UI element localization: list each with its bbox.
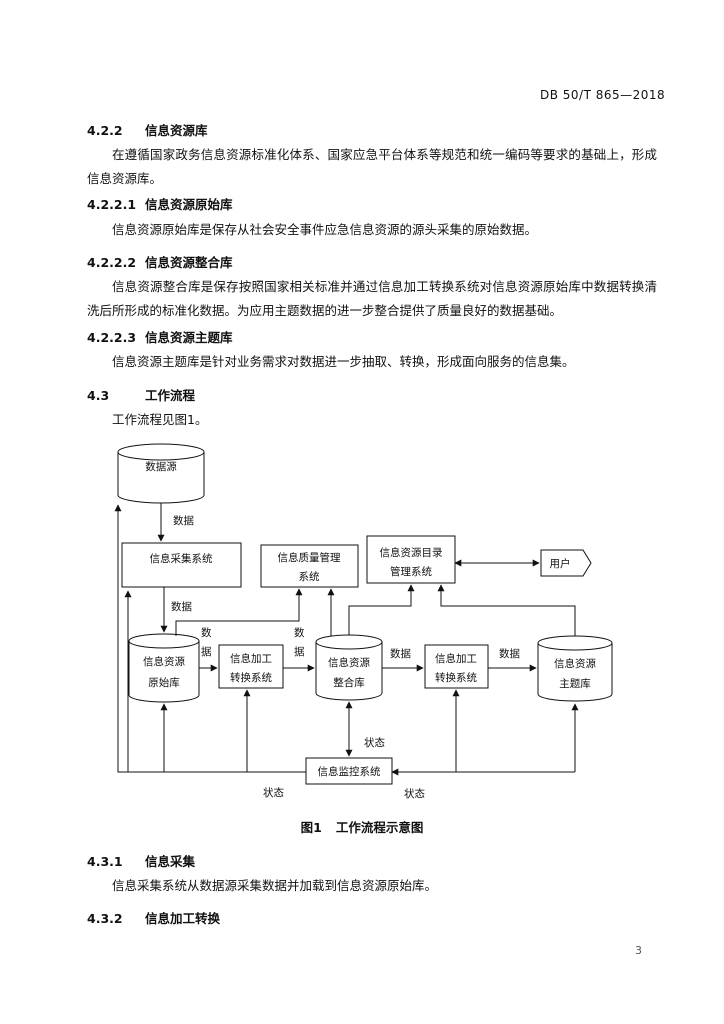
heading-number: 4.3	[87, 388, 110, 403]
processing-system-1-label-line1: 信息加工	[230, 652, 272, 665]
collection-system-label: 信息采集系统	[150, 552, 213, 565]
collection-system-box: 信息采集系统	[121, 542, 242, 588]
raw-database-label-line1: 信息资源	[143, 655, 185, 668]
heading-title: 信息采集	[145, 854, 196, 869]
heading-title: 工作流程	[145, 388, 196, 403]
heading-4-3-2: 4.3.2 信息加工转换	[87, 908, 220, 927]
arrow-topic-to-catalog	[437, 584, 576, 636]
heading-number: 4.2.2.2	[87, 255, 137, 270]
processing-system-1-box: 信息加工 转换系统	[218, 644, 284, 689]
processing-system-2-label-line2: 转换系统	[435, 671, 477, 684]
heading-title: 信息资源主题库	[145, 330, 233, 345]
catalog-system-label-line1: 信息资源目录	[380, 546, 443, 559]
integrated-database-label-line2: 整合库	[333, 676, 365, 689]
processing-system-2-label-line1: 信息加工	[435, 652, 477, 665]
page-number: 3	[635, 944, 642, 957]
quality-system-label-line2: 系统	[299, 570, 320, 583]
heading-4-3-1: 4.3.1 信息采集	[87, 851, 195, 870]
paragraph-4-3: 工作流程见图1。	[112, 412, 208, 427]
paragraph-4-2-2: 在遵循国家政务信息资源标准化体系、国家应急平台体系等规范和统一编码等要求的基础上…	[87, 147, 657, 186]
figure-caption: 图1 工作流程示意图	[0, 817, 724, 836]
heading-4-2-2: 4.2.2 信息资源库	[87, 120, 208, 139]
label-data-collection-raw: 数据	[171, 600, 192, 613]
label-data-vertical-1-bottom: 据	[201, 645, 212, 658]
topic-database-label-line1: 信息资源	[554, 657, 596, 670]
quality-system-label-line1: 信息质量管理	[278, 551, 341, 564]
data-source-cylinder: 数据源	[117, 443, 205, 504]
label-status-right: 状态	[404, 787, 425, 800]
heading-number: 4.2.2	[87, 123, 123, 138]
label-status-left: 状态	[263, 786, 284, 799]
label-data-vertical-2-bottom: 据	[294, 645, 305, 658]
arrow-monitor-to-source	[114, 504, 306, 773]
heading-title: 信息资源整合库	[145, 255, 233, 270]
topic-database-label-line2: 主题库	[559, 677, 591, 690]
processing-system-1-label-line2: 转换系统	[230, 671, 272, 684]
heading-title: 信息资源原始库	[145, 197, 233, 212]
figure-number: 图1	[300, 820, 322, 835]
user-shape: 用户	[540, 549, 592, 577]
heading-number: 4.2.2.3	[87, 330, 137, 345]
heading-number: 4.3.2	[87, 911, 123, 926]
integrated-database-cylinder: 信息资源 整合库	[315, 634, 383, 701]
raw-database-label-line2: 原始库	[148, 676, 180, 689]
processing-system-2-box: 信息加工 转换系统	[424, 644, 489, 689]
label-data-vertical-1-top: 数	[201, 626, 212, 639]
arrow-integrated-to-catalog	[348, 584, 415, 635]
label-data-vertical-2-top: 数	[294, 626, 305, 639]
raw-database-cylinder: 信息资源 原始库	[128, 633, 200, 703]
figure-title: 工作流程示意图	[335, 820, 424, 835]
topic-database-cylinder: 信息资源 主题库	[537, 635, 613, 702]
heading-title: 信息加工转换	[145, 911, 221, 926]
label-data-source-collection: 数据	[173, 514, 194, 527]
label-data-integrated-process2: 数据	[390, 647, 411, 660]
monitor-system-label: 信息监控系统	[318, 765, 381, 778]
paragraph-4-2-2-2: 信息资源整合库是保存按照国家相关标准并通过信息加工转换系统对信息资源原始库中数据…	[87, 279, 657, 318]
monitor-system-box: 信息监控系统	[305, 757, 393, 785]
label-status-integrated: 状态	[364, 736, 385, 749]
heading-4-3: 4.3 工作流程	[87, 385, 195, 404]
quality-system-box: 信息质量管理 系统	[260, 544, 359, 588]
document-code: DB 50/T 865—2018	[540, 88, 666, 102]
paragraph-4-2-2-3: 信息资源主题库是针对业务需求对数据进一步抽取、转换，形成面向服务的信息集。	[112, 354, 575, 369]
heading-4-2-2-3: 4.2.2.3 信息资源主题库	[87, 327, 233, 346]
label-data-process2-topic: 数据	[499, 647, 520, 660]
paragraph-4-2-2-1: 信息资源原始库是保存从社会安全事件应急信息资源的源头采集的原始数据。	[112, 222, 538, 237]
heading-4-2-2-2: 4.2.2.2 信息资源整合库	[87, 252, 233, 271]
catalog-system-box: 信息资源目录 管理系统	[366, 535, 456, 584]
catalog-system-label-line2: 管理系统	[390, 565, 432, 578]
user-label: 用户	[550, 557, 571, 570]
integrated-database-label-line1: 信息资源	[328, 656, 370, 669]
paragraph-4-3-1: 信息采集系统从数据源采集数据并加载到信息资源原始库。	[112, 878, 438, 893]
diagram-connectors	[114, 503, 579, 776]
heading-number: 4.3.1	[87, 854, 123, 869]
heading-title: 信息资源库	[145, 123, 208, 138]
heading-4-2-2-1: 4.2.2.1 信息资源原始库	[87, 194, 233, 213]
heading-number: 4.2.2.1	[87, 197, 137, 212]
data-source-label: 数据源	[145, 460, 177, 473]
arrow-raw-to-quality	[175, 588, 303, 636]
